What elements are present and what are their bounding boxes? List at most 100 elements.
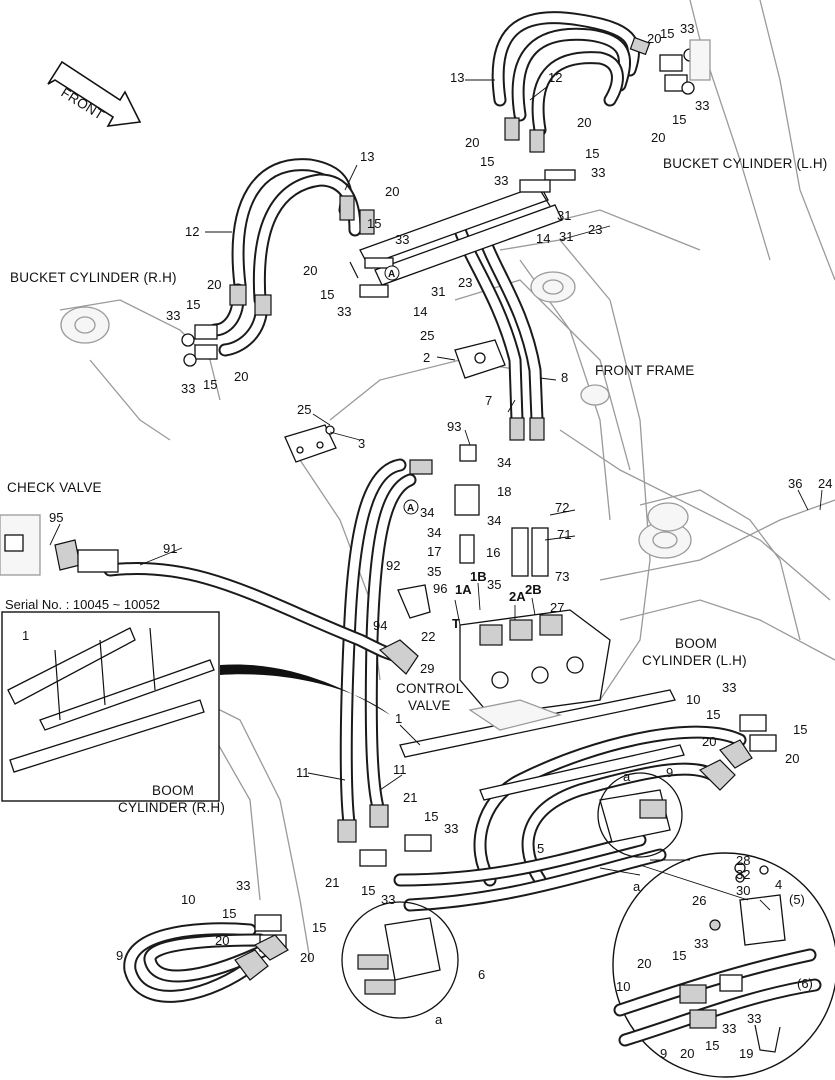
callout-10: 10	[181, 892, 195, 907]
callout-33: 33	[337, 304, 351, 319]
callout-20: 20	[577, 115, 591, 130]
boom-cylinder-rh-caption-1: BOOM	[152, 783, 194, 798]
callout-17: 17	[427, 544, 441, 559]
captions: BUCKET CYLINDER (L.H) BUCKET CYLINDER (R…	[5, 156, 827, 815]
callout-33: 33	[444, 821, 458, 836]
callout-25: 25	[297, 402, 311, 417]
callout-13: 13	[360, 149, 374, 164]
callout-15: 15	[672, 948, 686, 963]
callout-31: 31	[559, 229, 573, 244]
port-labels: 1A 1B 2A 2B T	[452, 569, 542, 631]
callout-28: 28	[736, 853, 750, 868]
serial-no-caption: Serial No. : 10045 ~ 10052	[5, 597, 160, 612]
callout-15: 15	[480, 154, 494, 169]
port-2b: 2B	[525, 582, 542, 597]
callout-93: 93	[447, 419, 461, 434]
callout-2: 2	[423, 350, 430, 365]
callout-15: 15	[186, 297, 200, 312]
callout-15: 15	[361, 883, 375, 898]
callout-71: 71	[557, 527, 571, 542]
callout-35: 35	[487, 577, 501, 592]
callout-34: 34	[497, 455, 511, 470]
callout-19: 19	[739, 1046, 753, 1061]
callout-10: 10	[616, 979, 630, 994]
callout-20: 20	[651, 130, 665, 145]
callout-20: 20	[215, 933, 229, 948]
callout-20: 20	[702, 734, 716, 749]
callout-15: 15	[706, 707, 720, 722]
callout-20: 20	[385, 184, 399, 199]
callout-3: 3	[358, 436, 365, 451]
callout-13: 13	[450, 70, 464, 85]
callout-26: 26	[692, 893, 706, 908]
leader-lines	[49, 79, 823, 911]
callout-labels: 33 20 15 12 13 33 15 20 20 20 15 15 33 3…	[22, 21, 832, 1061]
callout-p5: (5)	[789, 892, 805, 907]
callout-20: 20	[465, 135, 479, 150]
bucket-cylinder-rh-caption: BUCKET CYLINDER (R.H)	[10, 270, 177, 285]
callout-31: 31	[431, 284, 445, 299]
callout-15: 15	[672, 112, 686, 127]
callout-16: 16	[486, 545, 500, 560]
callout-15: 15	[312, 920, 326, 935]
callout-20: 20	[300, 950, 314, 965]
control-valve-caption-1: CONTROL	[396, 681, 464, 696]
callout-33: 33	[680, 21, 694, 36]
callout-12: 12	[185, 224, 199, 239]
callout-23: 23	[588, 222, 602, 237]
control-valve-caption-2: VALVE	[408, 698, 451, 713]
inset-box-icon	[1, 611, 390, 802]
callout-15: 15	[367, 216, 381, 231]
port-2a: 2A	[509, 589, 526, 604]
fittings	[0, 36, 777, 995]
callout-72: 72	[555, 500, 569, 515]
boom-cylinder-rh-caption-2: CYLINDER (R.H)	[118, 800, 225, 815]
callout-33: 33	[181, 381, 195, 396]
front-frame-outline	[59, 0, 835, 961]
callout-30: 30	[736, 883, 750, 898]
callout-94: 94	[373, 618, 387, 633]
callout-33: 33	[722, 680, 736, 695]
port-1b: 1B	[470, 569, 487, 584]
callout-33: 33	[494, 173, 508, 188]
callout-33: 33	[695, 98, 709, 113]
callout-21: 21	[325, 875, 339, 890]
callout-91: 91	[163, 541, 177, 556]
callout-15: 15	[320, 287, 334, 302]
callout-p6: (6)	[797, 976, 813, 991]
front-frame-caption: FRONT FRAME	[595, 363, 694, 378]
callout-32: 32	[736, 867, 750, 882]
callout-8: 8	[561, 370, 568, 385]
callout-22: 22	[421, 629, 435, 644]
callout-11: 11	[393, 762, 407, 777]
callout-a: a	[623, 769, 631, 784]
callout-33: 33	[722, 1021, 736, 1036]
callout-15: 15	[424, 809, 438, 824]
callout-5: 5	[537, 841, 544, 856]
bucket-cylinder-lh-caption: BUCKET CYLINDER (L.H)	[663, 156, 827, 171]
callout-14: 14	[536, 231, 550, 246]
callout-20: 20	[785, 751, 799, 766]
port-1a: 1A	[455, 582, 472, 597]
svg-text:A: A	[388, 269, 395, 280]
callout-15: 15	[793, 722, 807, 737]
callout-20: 20	[637, 956, 651, 971]
callout-4: 4	[775, 877, 782, 892]
check-valve-caption: CHECK VALVE	[7, 480, 102, 495]
callout-34: 34	[420, 505, 434, 520]
callout-33: 33	[381, 892, 395, 907]
boom-cylinder-lh-caption-1: BOOM	[675, 636, 717, 651]
callout-31: 31	[557, 208, 571, 223]
callout-33: 33	[591, 165, 605, 180]
callout-36: 36	[788, 476, 802, 491]
callout-14: 14	[413, 304, 427, 319]
callout-33: 33	[747, 1011, 761, 1026]
callout-9: 9	[660, 1046, 667, 1061]
steel-pipe-14	[349, 184, 563, 286]
callout-29: 29	[420, 661, 434, 676]
callout-15: 15	[705, 1038, 719, 1053]
port-t: T	[452, 616, 460, 631]
callout-34: 34	[487, 513, 501, 528]
callout-10: 10	[686, 692, 700, 707]
callout-15: 15	[660, 26, 674, 41]
